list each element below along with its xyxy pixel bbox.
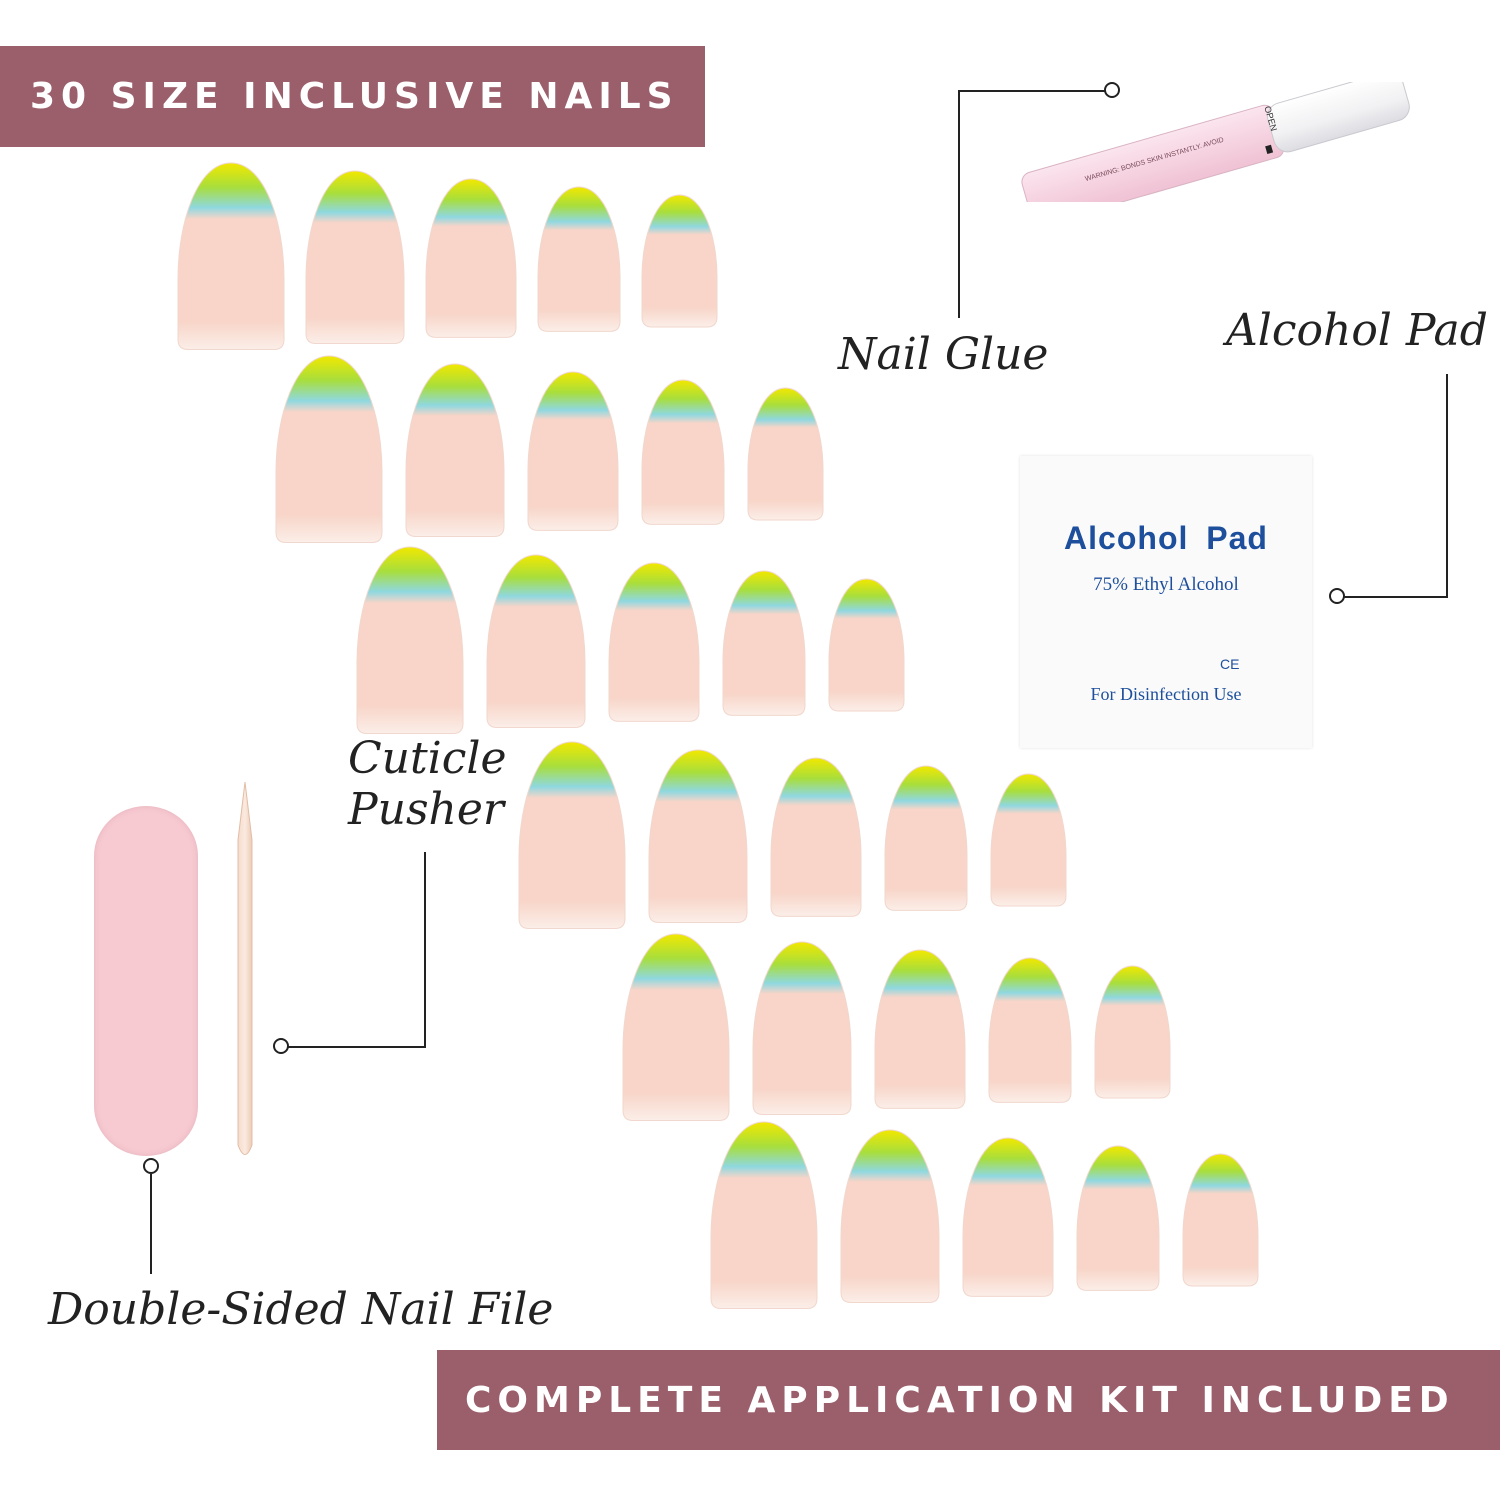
- press-on-nail: [405, 363, 505, 537]
- press-on-nail: [722, 570, 806, 716]
- press-on-nail: [988, 957, 1072, 1103]
- leader-nail-file: [150, 1174, 152, 1274]
- label-cuticle-pusher: Cuticle Pusher: [348, 733, 507, 835]
- press-on-nail: [648, 749, 748, 923]
- press-on-nail: [747, 387, 824, 521]
- banner-size-inclusive: 30 SIZE INCLUSIVE NAILS: [0, 46, 705, 147]
- callout-dot-nail-glue: [1104, 82, 1120, 98]
- label-cuticle-line1: Cuticle: [348, 733, 507, 784]
- press-on-nail: [518, 741, 626, 930]
- pad-subtitle: 75% Ethyl Alcohol: [1093, 574, 1239, 595]
- press-on-nail: [962, 1137, 1054, 1297]
- press-on-nail: [425, 178, 517, 338]
- press-on-nail: [1094, 965, 1171, 1099]
- press-on-nail: [356, 546, 464, 735]
- label-nail-file: Double-Sided Nail File: [48, 1284, 554, 1335]
- press-on-nail: [608, 562, 700, 722]
- press-on-nail: [990, 773, 1067, 907]
- press-on-nail: [177, 162, 285, 351]
- leader-cuticle-pusher: [282, 852, 426, 1048]
- label-cuticle-line2: Pusher: [348, 783, 504, 835]
- label-alcohol-pad: Alcohol Pad: [1226, 305, 1488, 356]
- press-on-nail: [527, 371, 619, 531]
- pad-usage-text: For Disinfection Use: [1090, 684, 1242, 704]
- callout-dot-cuticle-pusher: [273, 1038, 289, 1054]
- pad-title: Alcohol Pad: [1064, 520, 1268, 556]
- cuticle-pusher-stick: [237, 781, 253, 1155]
- banner-application-kit: COMPLETE APPLICATION KIT INCLUDED: [437, 1350, 1500, 1450]
- press-on-nail: [828, 578, 905, 712]
- press-on-nail: [305, 170, 405, 344]
- press-on-nail: [874, 949, 966, 1109]
- nail-glue-tube: WARNING: BONDS SKIN INSTANTLY. AVOID OPE…: [1021, 82, 1410, 202]
- press-on-nail: [486, 554, 586, 728]
- callout-dot-nail-file: [143, 1158, 159, 1174]
- press-on-nail: [1076, 1145, 1160, 1291]
- leader-alcohol-pad: [1340, 374, 1448, 598]
- nail-file: [94, 806, 198, 1156]
- label-nail-glue: Nail Glue: [838, 329, 1049, 380]
- press-on-nail: [622, 933, 730, 1122]
- press-on-nail: [710, 1121, 818, 1310]
- alcohol-pad-packet: Alcohol Pad 75% Ethyl Alcohol CE For Dis…: [1020, 456, 1312, 748]
- ce-mark: CE: [1220, 656, 1240, 672]
- leader-nail-glue: [958, 90, 1112, 318]
- press-on-nail: [275, 355, 383, 544]
- press-on-nail: [641, 194, 718, 328]
- press-on-nail: [884, 765, 968, 911]
- press-on-nail: [641, 379, 725, 525]
- press-on-nail: [840, 1129, 940, 1303]
- press-on-nail: [537, 186, 621, 332]
- callout-dot-alcohol-pad: [1329, 588, 1345, 604]
- press-on-nail: [752, 941, 852, 1115]
- press-on-nail: [1182, 1153, 1259, 1287]
- press-on-nail: [770, 757, 862, 917]
